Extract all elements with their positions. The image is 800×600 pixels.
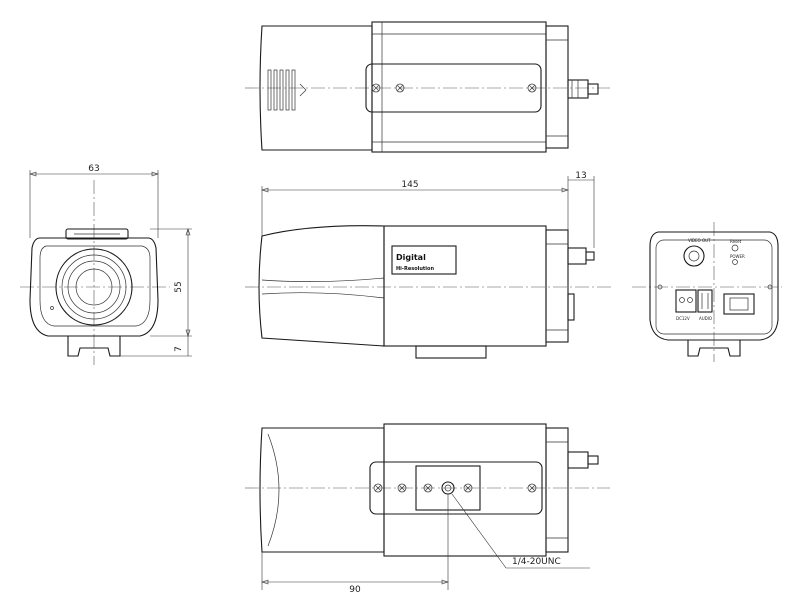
dim-connector-length-label: 13 — [575, 171, 586, 181]
rear-housing — [649, 231, 779, 341]
dim-body-length: 145 — [261, 176, 569, 236]
lens-inner-ring — [67, 260, 121, 314]
rear-screw-left-icon — [657, 284, 663, 290]
side-rear-fins — [545, 229, 569, 343]
top-screw-left-icon — [371, 83, 381, 93]
lens-middle-ring — [61, 254, 127, 320]
top-view — [245, 21, 610, 153]
side-body — [383, 225, 547, 347]
front-housing — [29, 237, 159, 337]
dim-mount-height-label: 7 — [174, 346, 184, 352]
rear-rj45-port — [723, 293, 755, 315]
rear-power-led — [732, 259, 738, 265]
dim-front-width: 63 — [29, 164, 159, 238]
dim-mount-offset: 90 — [261, 494, 449, 595]
dim-mount-offset-label: 90 — [349, 585, 361, 595]
front-top-cover — [65, 228, 129, 240]
rear-video-out-label: VIDEO OUT — [688, 238, 711, 243]
bottom-lens-housing — [259, 427, 385, 553]
side-bnc-connector — [567, 247, 595, 321]
thread-spec-label: 1/4-20UNC — [512, 557, 561, 567]
lens-outer-ring — [55, 248, 133, 326]
bottom-view — [245, 423, 610, 557]
bottom-screw-mid-icon — [397, 483, 407, 493]
front-mount-foot — [67, 336, 121, 357]
rear-view: VIDEO OUT Reset POWER DC12V AUDIO — [632, 222, 782, 362]
rear-power-terminal — [675, 289, 697, 313]
dim-front-height-label: 55 — [174, 281, 184, 292]
side-view: Digital Hi-Resolution — [245, 225, 612, 359]
rear-reset-button — [731, 244, 739, 252]
thread-leader: 1/4-20UNC — [451, 493, 590, 569]
top-bracket-plate — [365, 63, 542, 113]
top-vent-arrow-icon — [299, 83, 307, 97]
bottom-screw-right-icon — [527, 483, 537, 493]
rear-mount-foot — [687, 340, 741, 357]
bottom-bnc-connector — [567, 451, 599, 469]
top-body-ribs — [372, 22, 546, 152]
bottom-screw-left-icon — [373, 483, 383, 493]
bottom-plate-screw-left-icon — [423, 483, 433, 493]
top-lens-housing — [259, 25, 373, 151]
dim-front-width-label: 63 — [88, 164, 99, 174]
dim-mount-height: 7 — [120, 336, 192, 357]
bottom-body — [383, 423, 547, 557]
front-view — [20, 180, 170, 365]
dim-body-length-label: 145 — [401, 180, 418, 190]
front-bezel — [39, 245, 151, 327]
side-mount-foot — [415, 345, 487, 359]
rear-reset-label: Reset — [730, 239, 742, 244]
rear-power-label: POWER — [730, 254, 745, 259]
top-screw-mid-icon — [395, 83, 405, 93]
rear-audio-terminal — [697, 289, 713, 313]
dim-connector-length: 13 — [568, 171, 595, 248]
brand-label: Digital — [396, 253, 426, 262]
top-bnc-connector — [567, 79, 599, 99]
rear-audio-label: AUDIO — [699, 316, 712, 321]
brand-sub-label: Hi-Resolution — [396, 266, 434, 272]
brand-label-box — [391, 245, 457, 275]
side-lens-housing — [258, 225, 385, 347]
rear-dc-label: DC12V — [676, 316, 690, 321]
top-rear-fins — [545, 25, 569, 149]
bottom-bracket-plate — [369, 461, 543, 515]
rear-screw-right-icon — [767, 284, 773, 290]
dim-front-height: 55 — [150, 228, 192, 337]
top-vent-grille — [267, 69, 296, 111]
rear-video-out-connector-icon — [683, 245, 705, 267]
top-screw-right-icon — [527, 83, 537, 93]
front-led-indicator — [50, 306, 54, 310]
bottom-rear-fins — [545, 427, 569, 553]
bottom-plate-screw-right-icon — [463, 483, 473, 493]
lens-glass — [75, 268, 113, 306]
top-body — [371, 21, 547, 153]
